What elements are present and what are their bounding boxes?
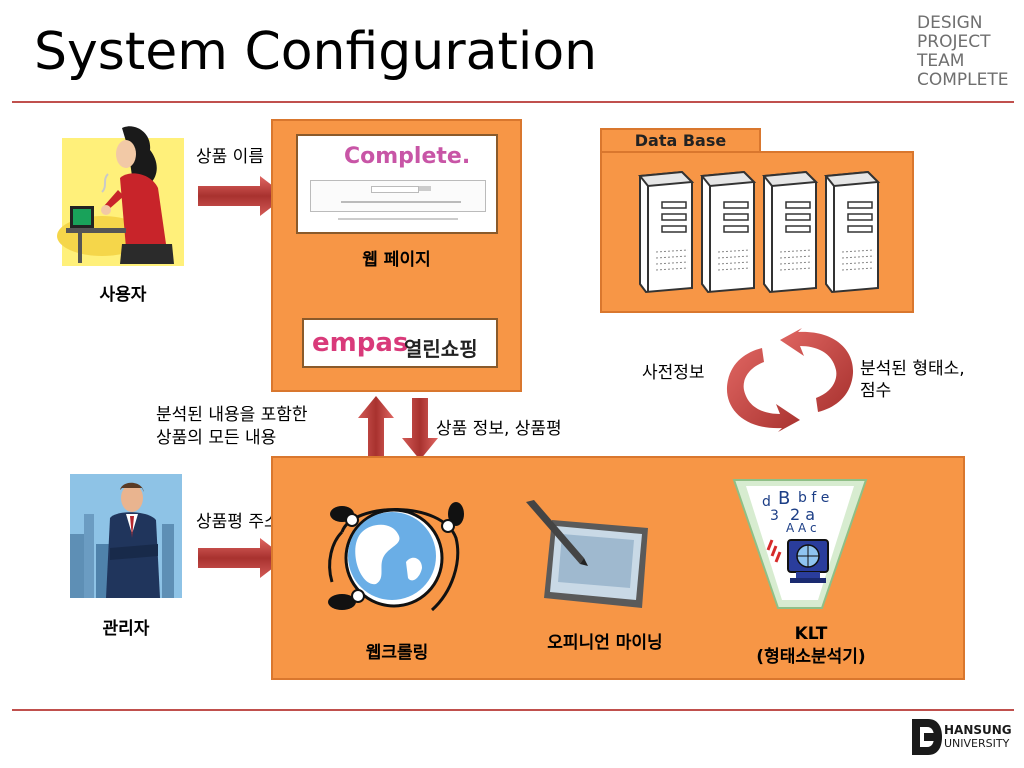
web-page-caption: 웹 페이지	[362, 250, 431, 270]
web-page-screenshot: Complete.	[296, 134, 498, 234]
svg-text:A A c: A A c	[786, 521, 817, 535]
user-label: 사용자	[99, 285, 147, 305]
up-arrow-label-line: 분석된 내용을 포함한	[156, 405, 308, 425]
user-to-web-arrow	[198, 176, 286, 216]
bottom-divider	[12, 709, 1014, 711]
hansung-line: UNIVERSITY	[944, 737, 1010, 750]
admin-man-icon	[70, 474, 182, 598]
svg-text:B: B	[778, 488, 790, 509]
down-arrow-label: 상품 정보, 상품평	[436, 419, 562, 439]
mock-search-button	[419, 186, 431, 191]
admin-label: 관리자	[102, 619, 150, 639]
mock-search-box	[371, 186, 419, 193]
empas-logo: empas	[312, 328, 409, 358]
brand-line: DESIGN	[917, 13, 983, 33]
svg-text:b f e: b f e	[798, 490, 829, 506]
hansung-logo-icon	[912, 719, 942, 755]
up-arrow-label-line: 상품의 모든 내용	[156, 428, 277, 448]
brand-text: DESIGN PROJECT TEAM COMPLETE	[917, 14, 1009, 90]
slide-title: System Configuration	[34, 22, 598, 82]
klt-label-line: KLT	[794, 624, 828, 644]
svg-text:2 a: 2 a	[790, 505, 815, 524]
hansung-text: HANSUNG UNIVERSITY	[944, 723, 1012, 751]
brand-line: TEAM	[917, 51, 965, 71]
hansung-line: HANSUNG	[944, 723, 1012, 737]
down-arrow	[402, 398, 438, 460]
cycle-right-label-line: 분석된 형태소,	[860, 359, 965, 379]
user-woman-icon	[57, 126, 184, 266]
cycle-right-label: 분석된 형태소, 점수	[860, 358, 965, 402]
admin-to-crawler-arrow	[198, 538, 286, 578]
admin-arrow-label: 상품평 주소	[196, 512, 280, 532]
database-tab-label: Data Base	[634, 131, 727, 150]
mock-menu-bar	[341, 201, 461, 203]
crawler-label: 웹크롤링	[365, 643, 429, 663]
klt-label-line: (형태소분석기)	[756, 647, 866, 667]
mock-search-area	[310, 180, 486, 212]
up-arrow-label: 분석된 내용을 포함한 상품의 모든 내용	[156, 404, 308, 450]
svg-text:d: d	[762, 494, 771, 510]
brand-line: PROJECT	[917, 32, 991, 52]
empas-shopping-text: 열린쇼핑	[404, 337, 478, 361]
cycle-right-label-line: 점수	[860, 381, 892, 401]
database-tab: Data Base	[600, 128, 761, 153]
up-arrow	[358, 396, 394, 458]
klt-analyzer-icon: d B b f e 3 2 a A A c	[732, 479, 868, 609]
web-crawler-globe-icon	[328, 502, 464, 612]
opinion-mining-tablet-icon	[526, 500, 648, 608]
svg-text:3: 3	[770, 508, 779, 524]
complete-logo: Complete.	[344, 144, 471, 169]
mining-label: 오피니언 마이닝	[547, 633, 663, 653]
klt-label: KLT (형태소분석기)	[734, 623, 888, 669]
empas-logo-box: empas 열린쇼핑	[302, 318, 498, 368]
cycle-left-label: 사전정보	[642, 363, 705, 383]
user-arrow-label: 상품 이름	[196, 147, 264, 167]
cycle-arrows-icon	[726, 328, 854, 432]
server-cluster-icon	[638, 170, 879, 294]
top-divider	[12, 101, 1014, 103]
brand-line: COMPLETE	[917, 70, 1009, 90]
mock-footer	[338, 218, 458, 220]
